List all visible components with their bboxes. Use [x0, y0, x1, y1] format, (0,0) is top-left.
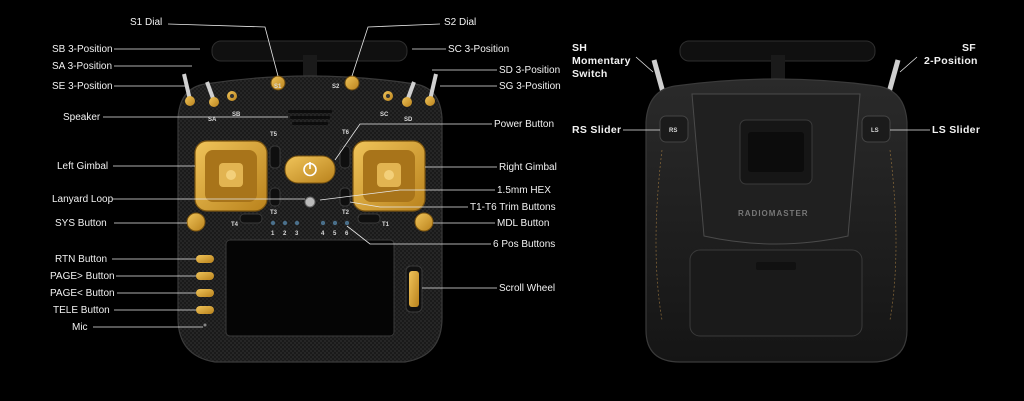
mark-s2: S2	[332, 84, 340, 90]
mark-ls: LS	[871, 128, 879, 134]
label-lanyard-loop: Lanyard Loop	[52, 194, 114, 205]
mark-t3: T3	[270, 210, 278, 216]
mark-brand: RADIOMASTER	[738, 209, 809, 218]
back-view: RS LS RADIOMASTER	[645, 40, 908, 363]
mic-hole	[203, 323, 207, 327]
rtn-button[interactable]	[196, 255, 214, 263]
mark-t1: T1	[382, 222, 390, 228]
label-six-pos-buttons: 6 Pos Buttons	[493, 239, 555, 250]
front-view: S1 S2 SA SB SC SD T5 T6 T3 T2 T4 T1 1 2 …	[177, 40, 443, 363]
label-sd-3pos: SD 3-Position	[499, 65, 560, 76]
label-tele-button: TELE Button	[53, 305, 110, 316]
mark-t2: T2	[342, 210, 350, 216]
left-gimbal	[194, 140, 268, 212]
sys-button[interactable]	[186, 212, 206, 232]
speaker-grille	[288, 110, 332, 125]
lcd-screen	[225, 239, 395, 337]
mark-n6: 6	[345, 231, 349, 237]
ls-slider[interactable]	[861, 115, 891, 143]
label-sys-button: SYS Button	[55, 218, 107, 229]
six-pos-buttons[interactable]	[270, 220, 350, 226]
page-prev-button[interactable]	[196, 289, 214, 297]
mark-sd: SD	[404, 117, 413, 123]
label-sb-3pos: SB 3-Position	[52, 44, 113, 55]
back-leader-lines	[623, 56, 930, 131]
front-leader-lines	[93, 23, 497, 328]
label-sf-line2: 2-Position	[924, 55, 978, 67]
mark-sb: SB	[232, 112, 241, 118]
label-sg-3pos: SG 3-Position	[499, 81, 561, 92]
page-next-button[interactable]	[196, 272, 214, 280]
mark-n2: 2	[283, 231, 287, 237]
mark-sc: SC	[380, 112, 389, 118]
label-power-button: Power Button	[494, 119, 554, 130]
mark-sa: SA	[208, 117, 217, 123]
label-sa-3pos: SA 3-Position	[52, 61, 112, 72]
label-sh-line2: Momentary	[572, 55, 631, 67]
battery-door	[689, 249, 863, 337]
label-trim-buttons: T1-T6 Trim Buttons	[470, 202, 556, 213]
mark-n1: 1	[271, 231, 275, 237]
left-toggle-switches	[182, 73, 237, 107]
label-left-gimbal: Left Gimbal	[57, 161, 108, 172]
back-callout-labels: SH Momentary Switch SF 2-Position RS Sli…	[572, 42, 980, 136]
front-callout-labels: S1 Dial S2 Dial SB 3-Position SA 3-Posit…	[50, 17, 561, 333]
s2-dial-knob	[344, 75, 360, 91]
rs-slider[interactable]	[659, 115, 689, 143]
right-toggle-switches	[383, 73, 438, 107]
label-speaker: Speaker	[63, 112, 101, 123]
label-sh-line1: SH	[572, 42, 587, 54]
label-ls-slider: LS Slider	[932, 124, 980, 136]
label-page-prev-button: PAGE< Button	[50, 288, 115, 299]
label-hex: 1.5mm HEX	[497, 185, 551, 196]
label-rtn-button: RTN Button	[55, 254, 107, 265]
label-sh-line3: Switch	[572, 68, 608, 80]
mark-n4: 4	[321, 231, 325, 237]
label-scroll-wheel: Scroll Wheel	[499, 283, 555, 294]
label-rs-slider: RS Slider	[572, 124, 621, 136]
label-s1-dial: S1 Dial	[130, 17, 162, 28]
label-sf-line1: SF	[962, 42, 976, 54]
mdl-button[interactable]	[414, 212, 434, 232]
mark-rs: RS	[669, 128, 677, 134]
mark-n3: 3	[295, 231, 299, 237]
right-gimbal	[352, 140, 426, 212]
handle-post	[303, 55, 317, 79]
label-page-next-button: PAGE> Button	[50, 271, 115, 282]
label-se-3pos: SE 3-Position	[52, 81, 113, 92]
mark-t6: T6	[342, 130, 350, 136]
label-mic: Mic	[72, 322, 88, 333]
label-s2-dial: S2 Dial	[444, 17, 476, 28]
mark-n5: 5	[333, 231, 337, 237]
lanyard-loop	[304, 196, 316, 208]
mark-t5: T5	[270, 132, 278, 138]
label-mdl-button: MDL Button	[497, 218, 549, 229]
mark-t4: T4	[231, 222, 239, 228]
mark-s1: S1	[274, 84, 282, 90]
label-sc-3pos: SC 3-Position	[448, 44, 509, 55]
trim-buttons[interactable]	[239, 145, 381, 224]
label-right-gimbal: Right Gimbal	[499, 162, 557, 173]
power-button[interactable]	[284, 155, 336, 184]
tele-button[interactable]	[196, 306, 214, 314]
